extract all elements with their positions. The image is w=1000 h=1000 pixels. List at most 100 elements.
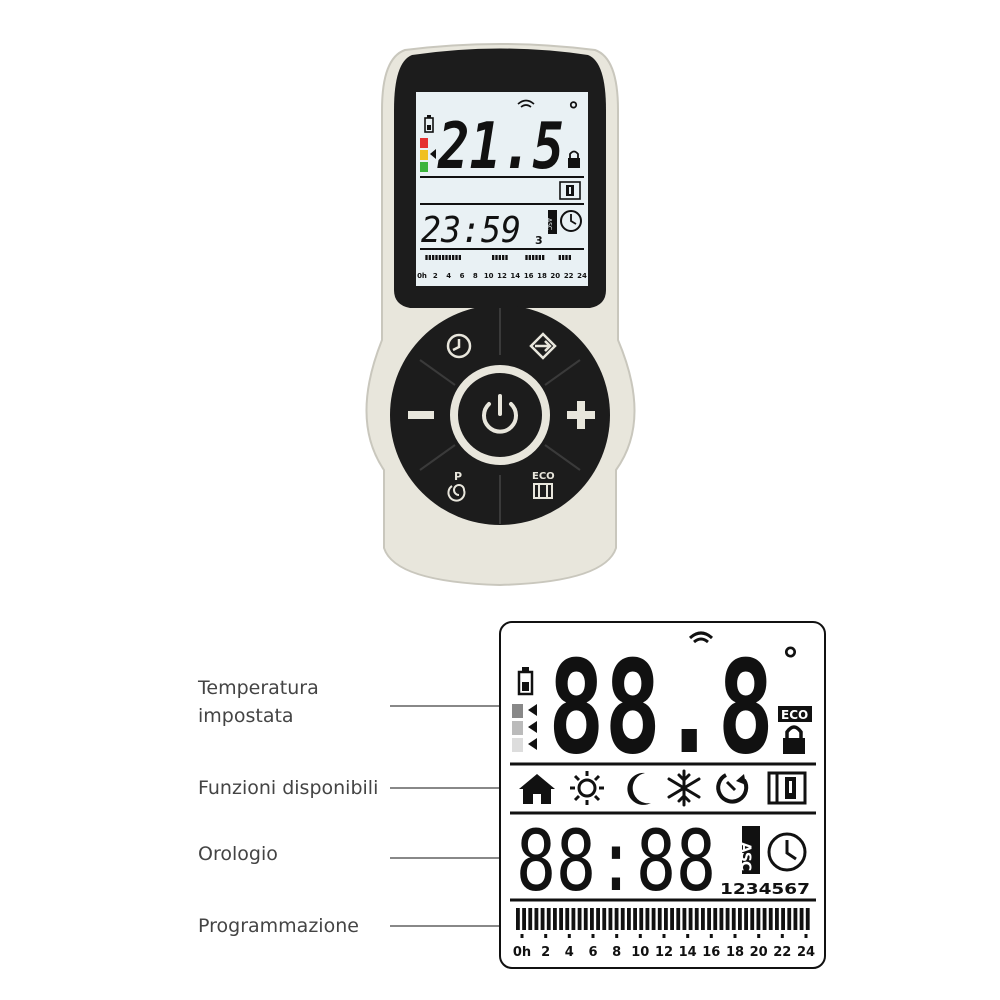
timer-icon <box>716 773 749 804</box>
clock-icon <box>446 333 472 359</box>
power-icon <box>482 394 518 434</box>
program-slot <box>744 908 748 930</box>
program-slot <box>676 908 681 930</box>
program-slot <box>559 908 563 930</box>
program-slot <box>448 255 451 260</box>
clock-time: 23:59 <box>421 210 521 251</box>
program-slot <box>502 255 505 260</box>
program-slot <box>458 255 461 260</box>
program-slot <box>445 255 448 260</box>
hour-tick-label: 24 <box>577 272 587 280</box>
battery-icon <box>517 667 534 696</box>
svg-text:ECO: ECO <box>532 471 555 482</box>
program-slot <box>738 908 742 930</box>
label-setpoint-line2: impostata <box>198 705 294 727</box>
program-slot <box>805 908 810 930</box>
label-setpoint-line1: Temperatura <box>198 677 319 699</box>
hour-tick-label: 0h <box>417 272 427 280</box>
hour-tick-label: 16 <box>524 272 534 280</box>
program-slot <box>425 255 428 260</box>
program-slot <box>553 908 557 930</box>
program-slot <box>571 908 576 930</box>
hour-tick-mark <box>615 934 619 938</box>
hour-tick-mark <box>757 934 761 938</box>
program-slot <box>651 908 656 930</box>
asc-badge: ASC <box>737 826 760 874</box>
arrow-in-icon <box>529 332 557 360</box>
hour-tick-label: 18 <box>726 945 744 960</box>
program-slot <box>750 908 755 930</box>
program-slot <box>542 255 545 260</box>
hour-tick-mark <box>544 934 548 938</box>
program-slot <box>565 255 568 260</box>
setpoint-level-bar <box>512 704 537 752</box>
program-slot <box>793 908 798 930</box>
hour-tick-label: 20 <box>550 272 560 280</box>
sun-icon <box>570 771 604 805</box>
power-button[interactable] <box>450 365 550 465</box>
program-slot <box>775 908 779 930</box>
minus-button[interactable] <box>400 395 440 435</box>
battery-icon <box>424 115 434 133</box>
plus-button[interactable] <box>560 395 600 435</box>
program-slot <box>528 255 531 260</box>
program-slot <box>620 908 625 930</box>
moon-icon <box>627 772 651 805</box>
program-slot <box>633 908 637 930</box>
lcd-diagram: 88.8 ° ECO <box>390 621 826 969</box>
hour-tick-mark <box>638 934 642 938</box>
program-slot <box>731 908 736 930</box>
clock-segments: 88:88 <box>516 812 716 910</box>
program-slot <box>455 255 458 260</box>
clock-button[interactable] <box>439 326 479 366</box>
svg-text:ASC: ASC <box>546 218 553 230</box>
program-button[interactable]: P <box>439 465 479 505</box>
eco-button[interactable]: ECO <box>523 465 563 505</box>
snowflake-icon <box>667 769 701 807</box>
program-slot <box>688 908 693 930</box>
program-slot <box>713 908 718 930</box>
hour-tick-label: 4 <box>565 945 574 960</box>
label-programming: Programmazione <box>198 915 359 937</box>
hour-tick-label: 2 <box>541 945 550 960</box>
program-slot <box>762 908 767 930</box>
program-slot <box>558 255 561 260</box>
program-slot <box>540 908 545 930</box>
button-dividers <box>419 308 581 524</box>
program-slot <box>452 255 455 260</box>
hour-tick-label: 16 <box>702 945 720 960</box>
window-icon <box>559 181 581 200</box>
hour-tick-label: 12 <box>655 945 673 960</box>
program-slot <box>546 908 551 930</box>
program-slot <box>725 908 730 930</box>
hour-tick-label: 8 <box>473 272 478 280</box>
clock-icon <box>767 832 807 872</box>
plus-icon <box>567 401 595 429</box>
window-icon <box>767 771 807 805</box>
program-slot <box>538 255 541 260</box>
program-slot <box>608 908 613 930</box>
program-slot <box>442 255 445 260</box>
svg-text:ECO: ECO <box>781 708 808 722</box>
program-slot <box>657 908 662 930</box>
program-slot <box>577 908 582 930</box>
hour-tick-label: 10 <box>484 272 494 280</box>
program-bars <box>516 908 810 930</box>
program-slot <box>562 255 565 260</box>
program-slot <box>781 908 785 930</box>
hour-tick-mark <box>591 934 595 938</box>
svg-text:P: P <box>454 470 462 483</box>
spiral-icon <box>447 484 466 502</box>
window-icon <box>533 483 553 499</box>
program-slot <box>565 908 570 930</box>
hour-tick-label: 10 <box>631 945 649 960</box>
hour-tick-mark <box>567 934 571 938</box>
hour-tick-label: 2 <box>433 272 438 280</box>
program-slot <box>596 908 600 930</box>
mode-button[interactable] <box>523 326 563 366</box>
program-slot <box>532 255 535 260</box>
setpoint-level-bar <box>420 138 436 172</box>
minus-icon <box>408 411 434 419</box>
hour-tick-mark <box>780 934 784 938</box>
hour-tick-label: 4 <box>446 272 451 280</box>
